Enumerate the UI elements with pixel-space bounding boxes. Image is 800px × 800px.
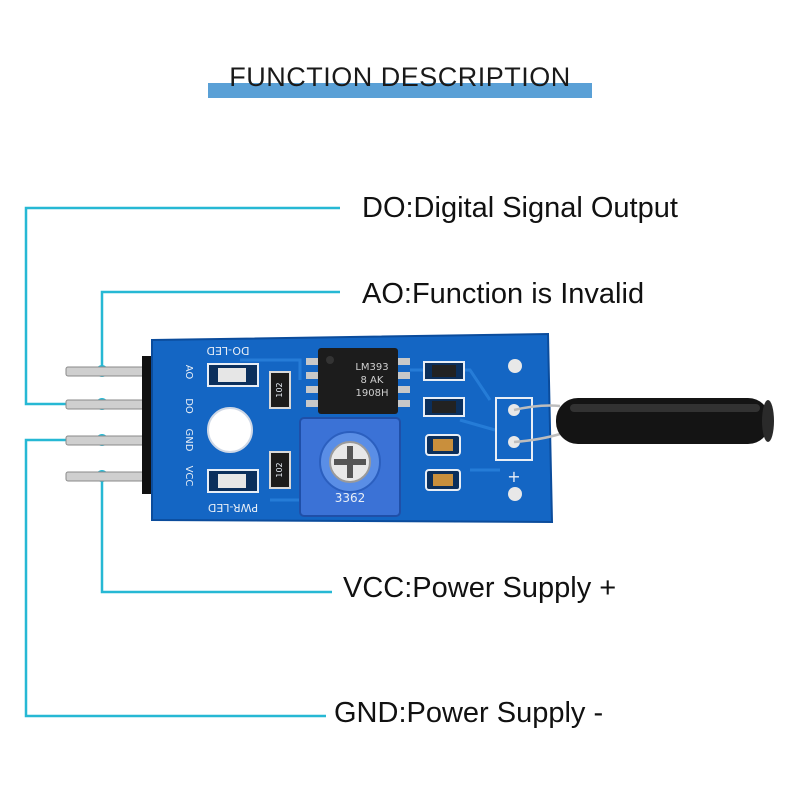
leader-line-vcc: [100, 476, 332, 594]
resistor-r2: 102: [269, 451, 291, 489]
pot-code: 3362: [335, 491, 366, 505]
comparator-chip: LM393 8 AK 1908H: [306, 348, 410, 414]
led-do: [207, 363, 259, 387]
pwr-led-label: PWR-LED: [208, 501, 258, 514]
pcb-board: 102 102 LM393 8 AK 1908H: [151, 332, 554, 524]
page-title: FUNCTION DESCRIPTION: [229, 62, 571, 92]
chip-line-3: 1908H: [356, 388, 389, 399]
pin-label-gnd: GND: [183, 429, 194, 452]
chip-line-1: LM393: [355, 362, 388, 373]
pin-label-vcc: VCC: [183, 466, 194, 487]
svg-text:+: +: [507, 467, 520, 486]
chip-line-2: 8 AK: [361, 375, 384, 386]
vibration-sensor: [513, 398, 774, 444]
smd-components: [423, 361, 465, 491]
resistor-r1: 102: [269, 371, 291, 409]
svg-text:102: 102: [275, 462, 284, 477]
led-pwr: [207, 469, 259, 493]
label-vcc: VCC:Power Supply +: [343, 572, 617, 604]
title-block: FUNCTION DESCRIPTION: [0, 0, 800, 110]
pin-label-do: DO: [183, 398, 194, 414]
leader-line-ao: [100, 290, 340, 371]
leader-lines: [24, 206, 340, 718]
potentiometer: 3362: [299, 417, 401, 517]
label-gnd: GND:Power Supply -: [334, 697, 604, 729]
svg-text:102: 102: [275, 382, 284, 397]
pin-label-ao: AO: [183, 365, 194, 380]
leader-dots: [96, 365, 108, 482]
do-led-label: DO-LED: [207, 344, 250, 357]
title-underline-bar: [208, 83, 592, 98]
leader-line-gnd: [24, 438, 326, 718]
label-ao: AO:Function is Invalid: [362, 278, 645, 310]
leader-line-do: [24, 206, 340, 406]
label-do: DO:Digital Signal Output: [362, 192, 678, 224]
